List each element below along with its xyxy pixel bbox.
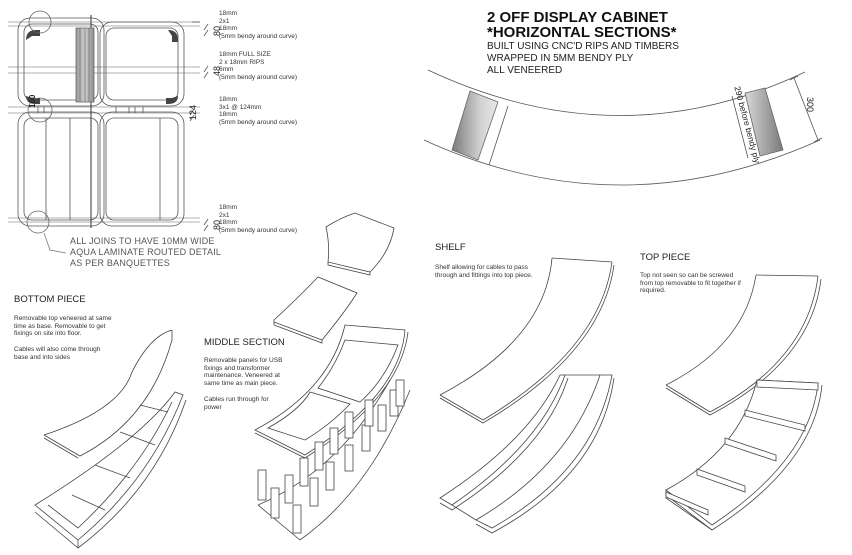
dimension-124: 124 — [188, 104, 198, 120]
joins-line: AQUA LAMINATE ROUTED DETAIL — [70, 247, 222, 257]
spec-line: 18mm — [219, 204, 238, 211]
shelf-heading: SHELF — [435, 242, 466, 253]
middle-section-heading: MIDDLE SECTION — [204, 337, 285, 348]
title-line-1: 2 OFF DISPLAY CABINET — [487, 9, 668, 26]
joins-note: ALL JOINS TO HAVE 10MM WIDE AQUA LAMINAT… — [70, 236, 221, 269]
spec-line: (5mm bendy around curve) — [219, 32, 298, 40]
spec-line: 18mm — [219, 10, 238, 17]
title-line-4: WRAPPED IN 5MM BENDY PLY — [487, 53, 634, 64]
spec-line: (5mm bendy around curve) — [219, 73, 298, 81]
title-line-2: *HORIZONTAL SECTIONS* — [487, 24, 677, 41]
middle-section-drawing — [254, 212, 411, 541]
spec-line: (5mm bendy around curve) — [219, 226, 298, 234]
spec-note: 18mm 2x1 18mm (5mm bendy around curve) — [219, 204, 297, 234]
joins-line: ALL JOINS TO HAVE 10MM WIDE — [70, 236, 215, 246]
spec-note: 18mm FULL SIZE 2 x 18mm RIPS 6mm (5mm be… — [219, 51, 297, 81]
plan-section-drawing — [8, 10, 209, 254]
shelf-note: Shelf allowing for cables to pass throug… — [435, 264, 533, 279]
curved-section-drawing — [423, 69, 823, 186]
spec-line: 18mm FULL SIZE — [219, 51, 271, 58]
dimension-160: 160 — [28, 94, 37, 108]
spec-line: 3x1 @ 124mm — [219, 103, 262, 111]
middle-section-note-2: Cables run through for power — [204, 396, 269, 411]
spec-line: 18mm — [219, 219, 238, 227]
bottom-piece-drawing — [34, 329, 187, 549]
spec-line: 18mm — [219, 111, 238, 119]
top-piece-heading: TOP PIECE — [640, 252, 691, 263]
dimension-300: 300 — [805, 97, 815, 113]
middle-section-note-1: Removable panels for USB fixings and tra… — [204, 357, 283, 387]
spec-line: 6mm — [219, 66, 234, 74]
spec-note: 18mm 2x1 18mm (5mm bendy around curve) — [219, 10, 297, 40]
spec-line: 2x1 — [219, 211, 230, 219]
spec-line: (5mm bendy around curve) — [219, 118, 298, 126]
top-piece-note: Top not seen so can be screwed from top … — [640, 272, 741, 295]
spec-line: 18mm — [219, 25, 238, 33]
bottom-piece-heading: BOTTOM PIECE — [14, 294, 86, 305]
top-piece-drawing — [665, 274, 823, 531]
spec-line: 2x1 — [219, 17, 230, 25]
bottom-piece-note-1: Removable top veneered at same time as b… — [14, 315, 112, 338]
joins-line: AS PER BANQUETTES — [70, 258, 170, 268]
spec-line: 2 x 18mm RIPS — [219, 58, 265, 66]
shelf-drawing — [439, 257, 615, 534]
spec-line: 18mm — [219, 96, 238, 103]
title-line-5: ALL VENEERED — [487, 65, 563, 76]
title-line-3: BUILT USING CNC'D RIPS AND TIMBERS — [487, 41, 679, 52]
bottom-piece-note-2: Cables will also come through base and i… — [14, 346, 101, 361]
spec-note: 18mm 3x1 @ 124mm 18mm (5mm bendy around … — [219, 96, 297, 126]
